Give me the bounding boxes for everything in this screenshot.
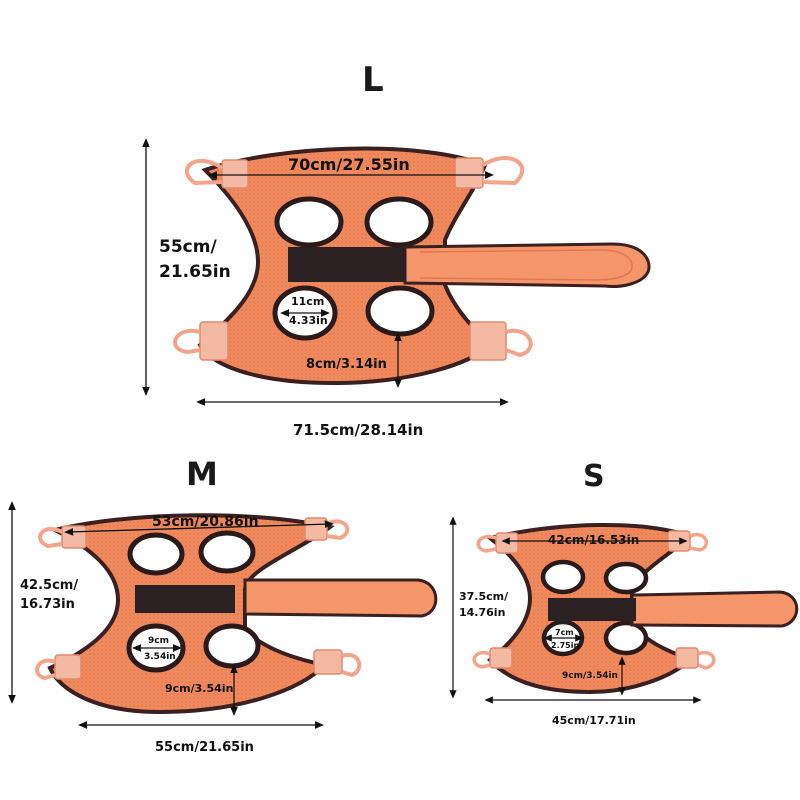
strap-l [403,242,651,288]
size-label-s: S [583,459,605,494]
dim-m-hole-2: 3.54in [144,652,176,662]
leg-hole-m-1 [127,532,185,576]
loop-m-bl [35,658,56,681]
loop-s-tl [476,534,497,553]
loop-l-tl [184,158,224,186]
dim-m-edge: 9cm/3.54in [165,682,234,695]
strap-m [243,578,438,618]
size-label-l: L [362,60,384,100]
dim-s-hole-2: 2.75in [551,641,580,650]
dim-l-height-2: 21.65in [159,262,231,282]
strap-s [630,590,799,628]
dim-m-width-bottom: 55cm/21.65in [155,740,254,755]
loop-s-bl [472,650,491,669]
harness-m [35,513,438,715]
dim-m-hole-1: 9cm [148,636,169,646]
leg-hole-s-1 [540,559,586,595]
velcro-l [288,247,406,282]
loop-m-tr [326,519,350,541]
arrow-m-top [64,520,334,536]
tab-m-br [313,649,343,675]
size-label-m: M [186,455,218,493]
loop-s-tr [689,532,709,552]
dim-l-edge: 8cm/3.14in [306,357,387,372]
loop-m-tl [38,527,63,549]
velcro-s [548,598,636,621]
loop-l-tr [481,155,525,186]
dim-s-hole-1: 7cm [555,628,574,637]
leg-hole-m-2 [198,530,256,574]
tab-s-bl [489,647,513,669]
dim-l-hole-2: 4.33in [289,314,328,327]
tab-l-tr [454,157,484,189]
tab-s-tl [495,532,519,554]
loop-l-br [505,328,533,358]
tab-m-tl [61,525,87,549]
tab-l-tl [221,159,249,189]
harness-l [173,146,651,386]
tab-l-bl [199,321,229,361]
leg-hole-m-4 [203,623,261,669]
leg-hole-s-4 [603,620,649,656]
dim-s-edge: 9cm/3.54in [562,671,618,681]
tab-l-br [469,321,507,361]
loop-s-br [697,650,716,670]
leg-hole-l-1 [274,196,344,248]
velcro-m [135,585,235,613]
dim-m-width-top: 53cm/20.86in [152,514,259,530]
dim-s-height-2: 14.76in [459,606,506,619]
dim-l-width-bottom: 71.5cm/28.14in [293,421,424,439]
dim-m-height-1: 42.5cm/ [20,578,79,593]
dim-s-height-1: 37.5cm/ [459,590,509,603]
leg-hole-s-2 [603,561,649,595]
tab-m-tr [304,517,328,541]
loop-m-br [341,652,362,678]
dim-l-width-top: 70cm/27.55in [288,155,410,174]
leg-hole-l-4 [365,285,435,337]
dim-s-width-bottom: 45cm/17.71in [552,714,636,727]
tab-s-br [675,647,699,669]
dim-m-height-2: 16.73in [20,597,75,612]
harness-s [472,522,799,695]
tab-m-bl [54,654,82,680]
loop-l-bl [173,328,201,355]
dim-l-height-1: 55cm/ [159,237,217,257]
dim-s-width-top: 42cm/16.53in [548,533,640,547]
leg-hole-l-2 [364,196,434,248]
dim-l-hole-1: 11cm [291,295,325,308]
